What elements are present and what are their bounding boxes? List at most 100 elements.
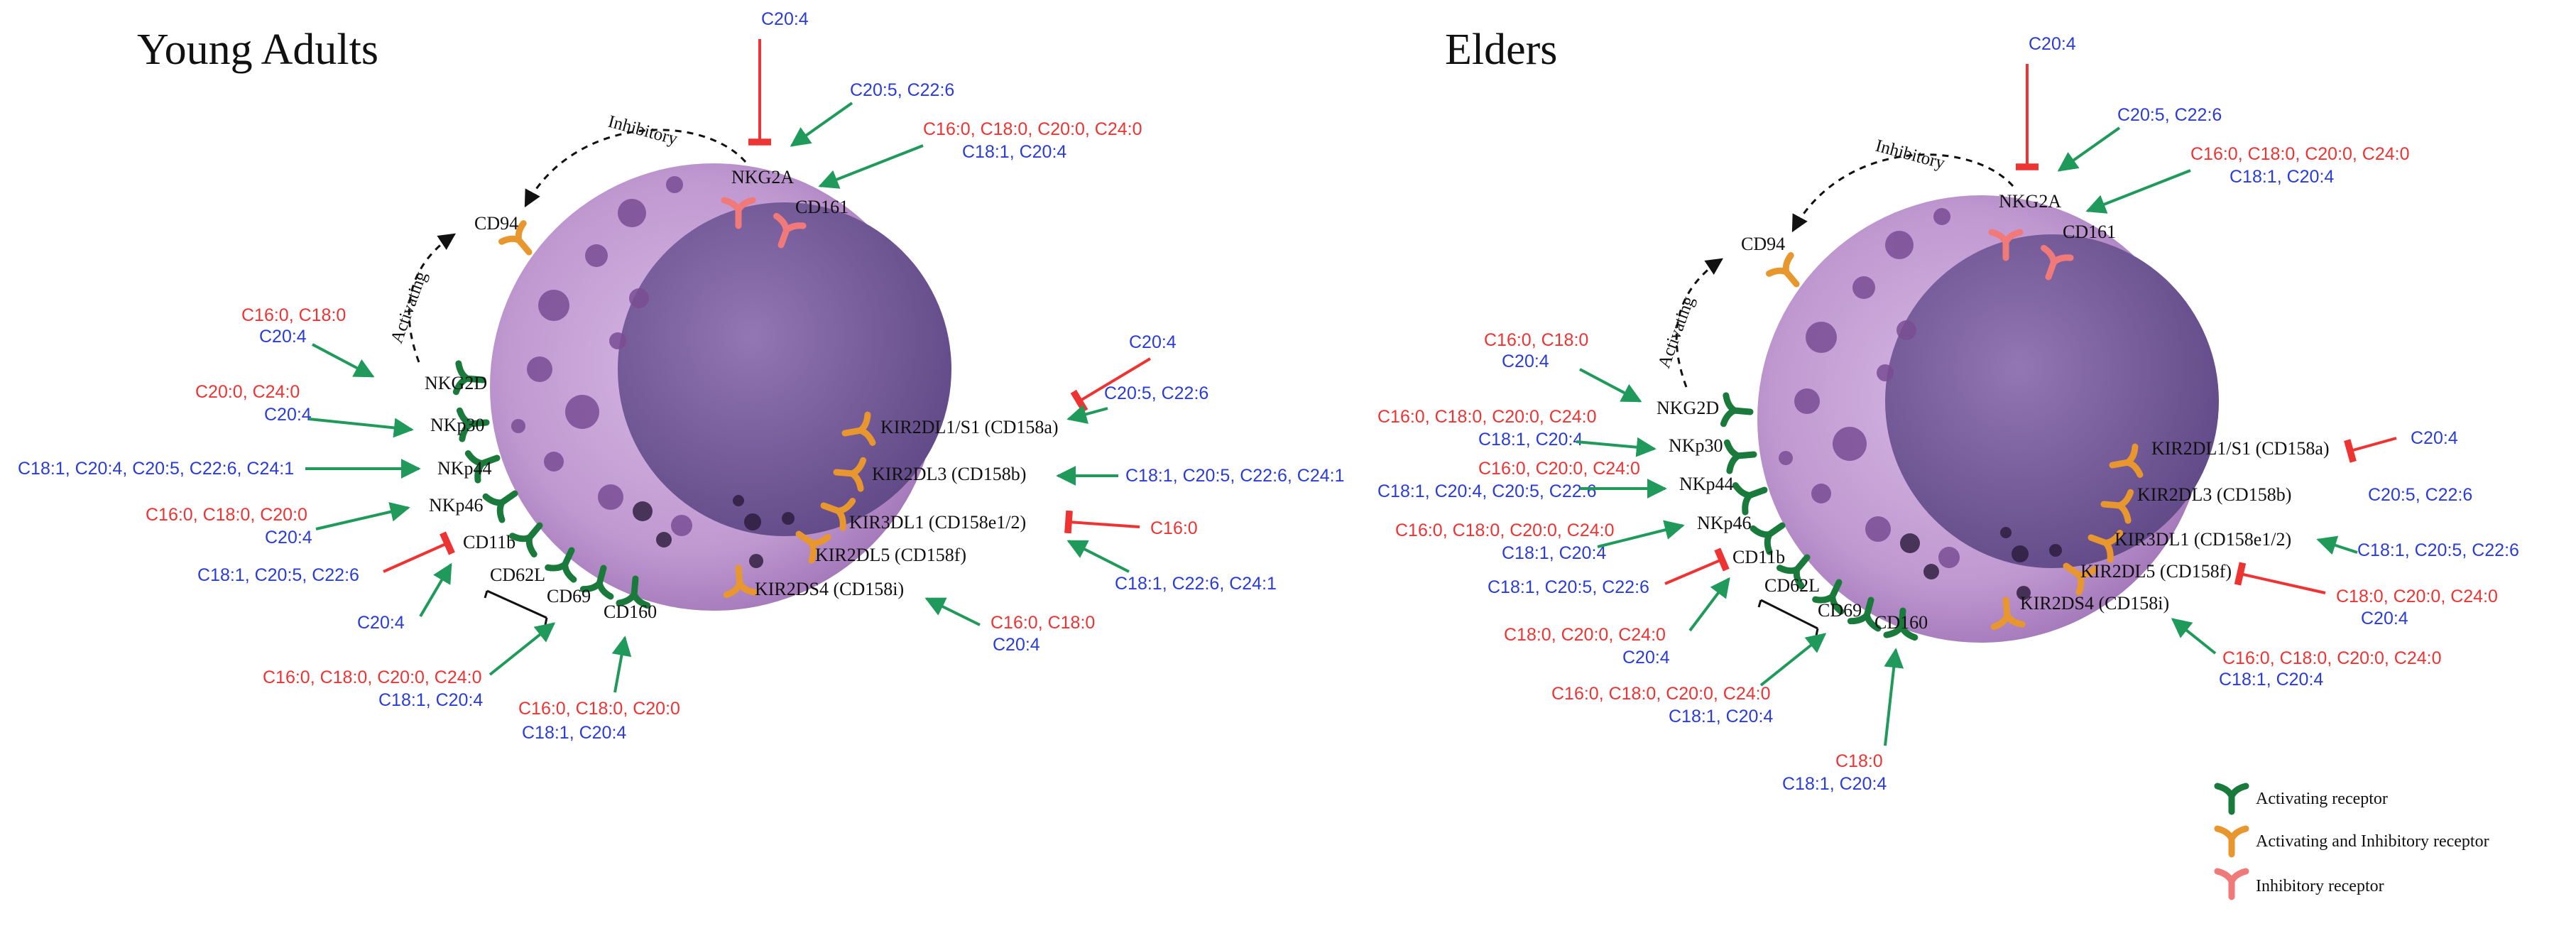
lipid-cd69-red: C16:0, C18:0, C20:0, C24:0 — [263, 668, 482, 687]
lipid-nkp30-red: C16:0, C18:0, C20:0, C24:0 — [1377, 407, 1597, 427]
activating-curve-arrow — [1675, 258, 1723, 388]
lipid-nkg2d-red: C16:0, C18:0 — [241, 305, 346, 325]
activating-note: Activating — [387, 268, 431, 346]
label-cd69: CD69 — [547, 586, 591, 606]
inhibitory-note: Inhibitory — [606, 112, 680, 149]
inhibitory-curve-arrow — [1791, 153, 2014, 233]
lipid-nkg2d-red: C16:0, C18:0 — [1484, 330, 1588, 350]
young-adults-title: Young Adults — [137, 26, 378, 74]
lipid-kir2ds4-blue: C18:1, C20:4 — [2219, 670, 2323, 690]
label-kir2dl5: KIR2DL5 (CD158f) — [2080, 561, 2232, 582]
legend-activating: Activating receptor — [2256, 790, 2388, 808]
arrow-kir2ds4 — [2171, 618, 2217, 655]
nk-cell — [490, 163, 951, 611]
elders-title: Elders — [1445, 26, 1557, 74]
lipid-nkg2a-inhibit: C20:4 — [761, 9, 809, 29]
lipid-kir3dl1-blue: C18:1, C20:5, C22:6 — [2357, 540, 2519, 560]
arrow-cd62l — [419, 562, 452, 618]
lipid-nkp30-blue: C20:4 — [264, 405, 312, 425]
lipid-kir2dl5-blue: C18:1, C22:6, C24:1 — [1115, 574, 1277, 594]
label-cd62l: CD62L — [490, 565, 545, 585]
label-kir2dl1: KIR2DL1/S1 (CD158a) — [880, 417, 1059, 437]
lipid-kir2ds4-red: C16:0, C18:0, C20:0, C24:0 — [2222, 648, 2442, 668]
cd62l-cd69-bracket — [1760, 599, 1818, 630]
label-cd11b: CD11b — [463, 532, 515, 552]
arrow-nkp46 — [1597, 520, 1685, 548]
lipid-kir2ds4-red: C16:0, C18:0 — [990, 613, 1095, 633]
nk-cell — [1757, 195, 2219, 643]
arrow-nkg2a — [790, 102, 853, 147]
label-kir2ds4: KIR2DS4 (CD158i) — [755, 579, 904, 599]
lipid-kir3dl1-red: C16:0 — [1150, 518, 1198, 538]
label-kir2dl3: KIR2DL3 (CD158b) — [872, 464, 1026, 484]
inhibit-line-cd11b — [1664, 548, 1730, 585]
lipid-nkp44-blue: C18:1, C20:4, C20:5, C22:6, C24:1 — [18, 459, 294, 479]
lipid-kir2dl5-blue: C20:4 — [2361, 609, 2408, 628]
lipid-cd161-blue: C18:1, C20:4 — [2230, 167, 2334, 187]
lipid-kir2dl3-blue: C18:1, C20:5, C22:6, C24:1 — [1125, 466, 1345, 486]
lipid-kir2ds4-blue: C20:4 — [993, 635, 1040, 655]
label-cd160: CD160 — [1874, 612, 1928, 633]
label-nkp44: NKp44 — [1679, 474, 1734, 494]
inhibit-line-kir3dl1 — [1064, 510, 1140, 534]
label-kir2dl1: KIR2DL1/S1 (CD158a) — [2151, 438, 2330, 459]
arrow-nkg2a — [2057, 126, 2121, 172]
lipid-cd11b-blue: C18:1, C20:5, C22:6 — [197, 565, 359, 585]
arrow-cd69 — [489, 622, 556, 676]
arrow-cd160 — [611, 636, 632, 693]
lipid-cd69-blue: C18:1, C20:4 — [1669, 707, 1773, 726]
arrow-kir2dl5 — [1066, 540, 1130, 573]
label-cd161: CD161 — [2063, 222, 2116, 242]
lipid-cd62l-blue: C20:4 — [357, 613, 405, 633]
lipid-nkg2a-inhibit: C20:4 — [2029, 34, 2076, 54]
inhibitory-note: Inhibitory — [1873, 136, 1947, 173]
cd62l-cd69-bracket — [486, 589, 547, 619]
lipid-cd62l-red: C18:0, C20:0, C24:0 — [1504, 625, 1666, 645]
arrow-cd161 — [818, 144, 924, 189]
lipid-cd160-blue: C18:1, C20:4 — [1782, 774, 1887, 794]
label-nkp30: NKp30 — [1669, 435, 1723, 456]
inhibit-line-cd11b — [383, 531, 455, 573]
arrow-kir2dl1 — [1066, 404, 1108, 424]
legend-inhibitory: Inhibitory receptor — [2256, 877, 2384, 895]
legend-both: Activating and Inhibitory receptor — [2256, 832, 2489, 851]
lipid-cd160-blue: C18:1, C20:4 — [522, 723, 626, 743]
inhibit-line-kir2dl1 — [1070, 357, 1152, 413]
inhibit-line-kir2dl1 — [2344, 437, 2397, 463]
lipid-nkg2d-blue: C20:4 — [1502, 352, 1549, 371]
arrow-nkp30 — [1576, 437, 1657, 457]
elders-panel: NKG2A CD161 CD94 NKG2D NKp30 NKp44 NKp46… — [1377, 34, 2519, 794]
lipid-nkp30-red: C20:0, C24:0 — [195, 382, 300, 402]
inhibit-line-kir2dl5 — [2234, 562, 2326, 594]
young-adults-panel: NKG2A CD161 CD94 NKG2D NKp30 NKp44 NKp46… — [18, 9, 1345, 743]
lipid-cd69-red: C16:0, C18:0, C20:0, C24:0 — [1551, 684, 1771, 704]
arrow-cd160 — [1884, 648, 1904, 746]
lipid-cd161-blue: C18:1, C20:4 — [962, 142, 1066, 162]
lipid-nkg2d-blue: C20:4 — [259, 327, 307, 347]
lipid-cd160-red: C16:0, C18:0, C20:0 — [518, 699, 680, 719]
bracket-ends — [484, 590, 548, 626]
lipid-cd69-blue: C18:1, C20:4 — [378, 690, 483, 710]
inhibitory-curve-arrow — [524, 129, 747, 208]
lipid-kir2dl5-red: C18:0, C20:0, C24:0 — [2336, 587, 2498, 606]
label-kir2dl5: KIR2DL5 (CD158f) — [815, 545, 966, 565]
label-cd94: CD94 — [474, 213, 518, 234]
label-nkp46: NKp46 — [429, 495, 484, 516]
lipid-kir2dl1-inhibit: C20:4 — [1129, 332, 1177, 352]
lipid-cd161-red: C16:0, C18:0, C20:0, C24:0 — [923, 119, 1142, 139]
label-nkg2d: NKG2D — [1657, 398, 1719, 418]
lipid-cd161-red: C16:0, C18:0, C20:0, C24:0 — [2190, 144, 2410, 164]
lipid-cd62l-blue: C20:4 — [1622, 648, 1670, 668]
arrow-nkp46 — [315, 502, 410, 530]
lipid-kir2dl1-activate: C20:5, C22:6 — [1104, 383, 1208, 403]
arrow-kir3dl1 — [2316, 535, 2358, 555]
label-cd160: CD160 — [604, 601, 657, 622]
label-nkp46: NKp46 — [1697, 513, 1752, 533]
label-nkg2a: NKG2A — [731, 167, 794, 187]
activating-curve-arrow — [408, 233, 456, 363]
lipid-nkp46-red: C16:0, C18:0, C20:0, C24:0 — [1395, 521, 1615, 540]
label-kir2ds4: KIR2DS4 (CD158i) — [2020, 593, 2169, 614]
lipid-cd160-red: C18:0 — [1835, 751, 1883, 771]
label-nkg2d: NKG2D — [425, 373, 487, 393]
label-nkg2a: NKG2A — [1999, 191, 2061, 212]
